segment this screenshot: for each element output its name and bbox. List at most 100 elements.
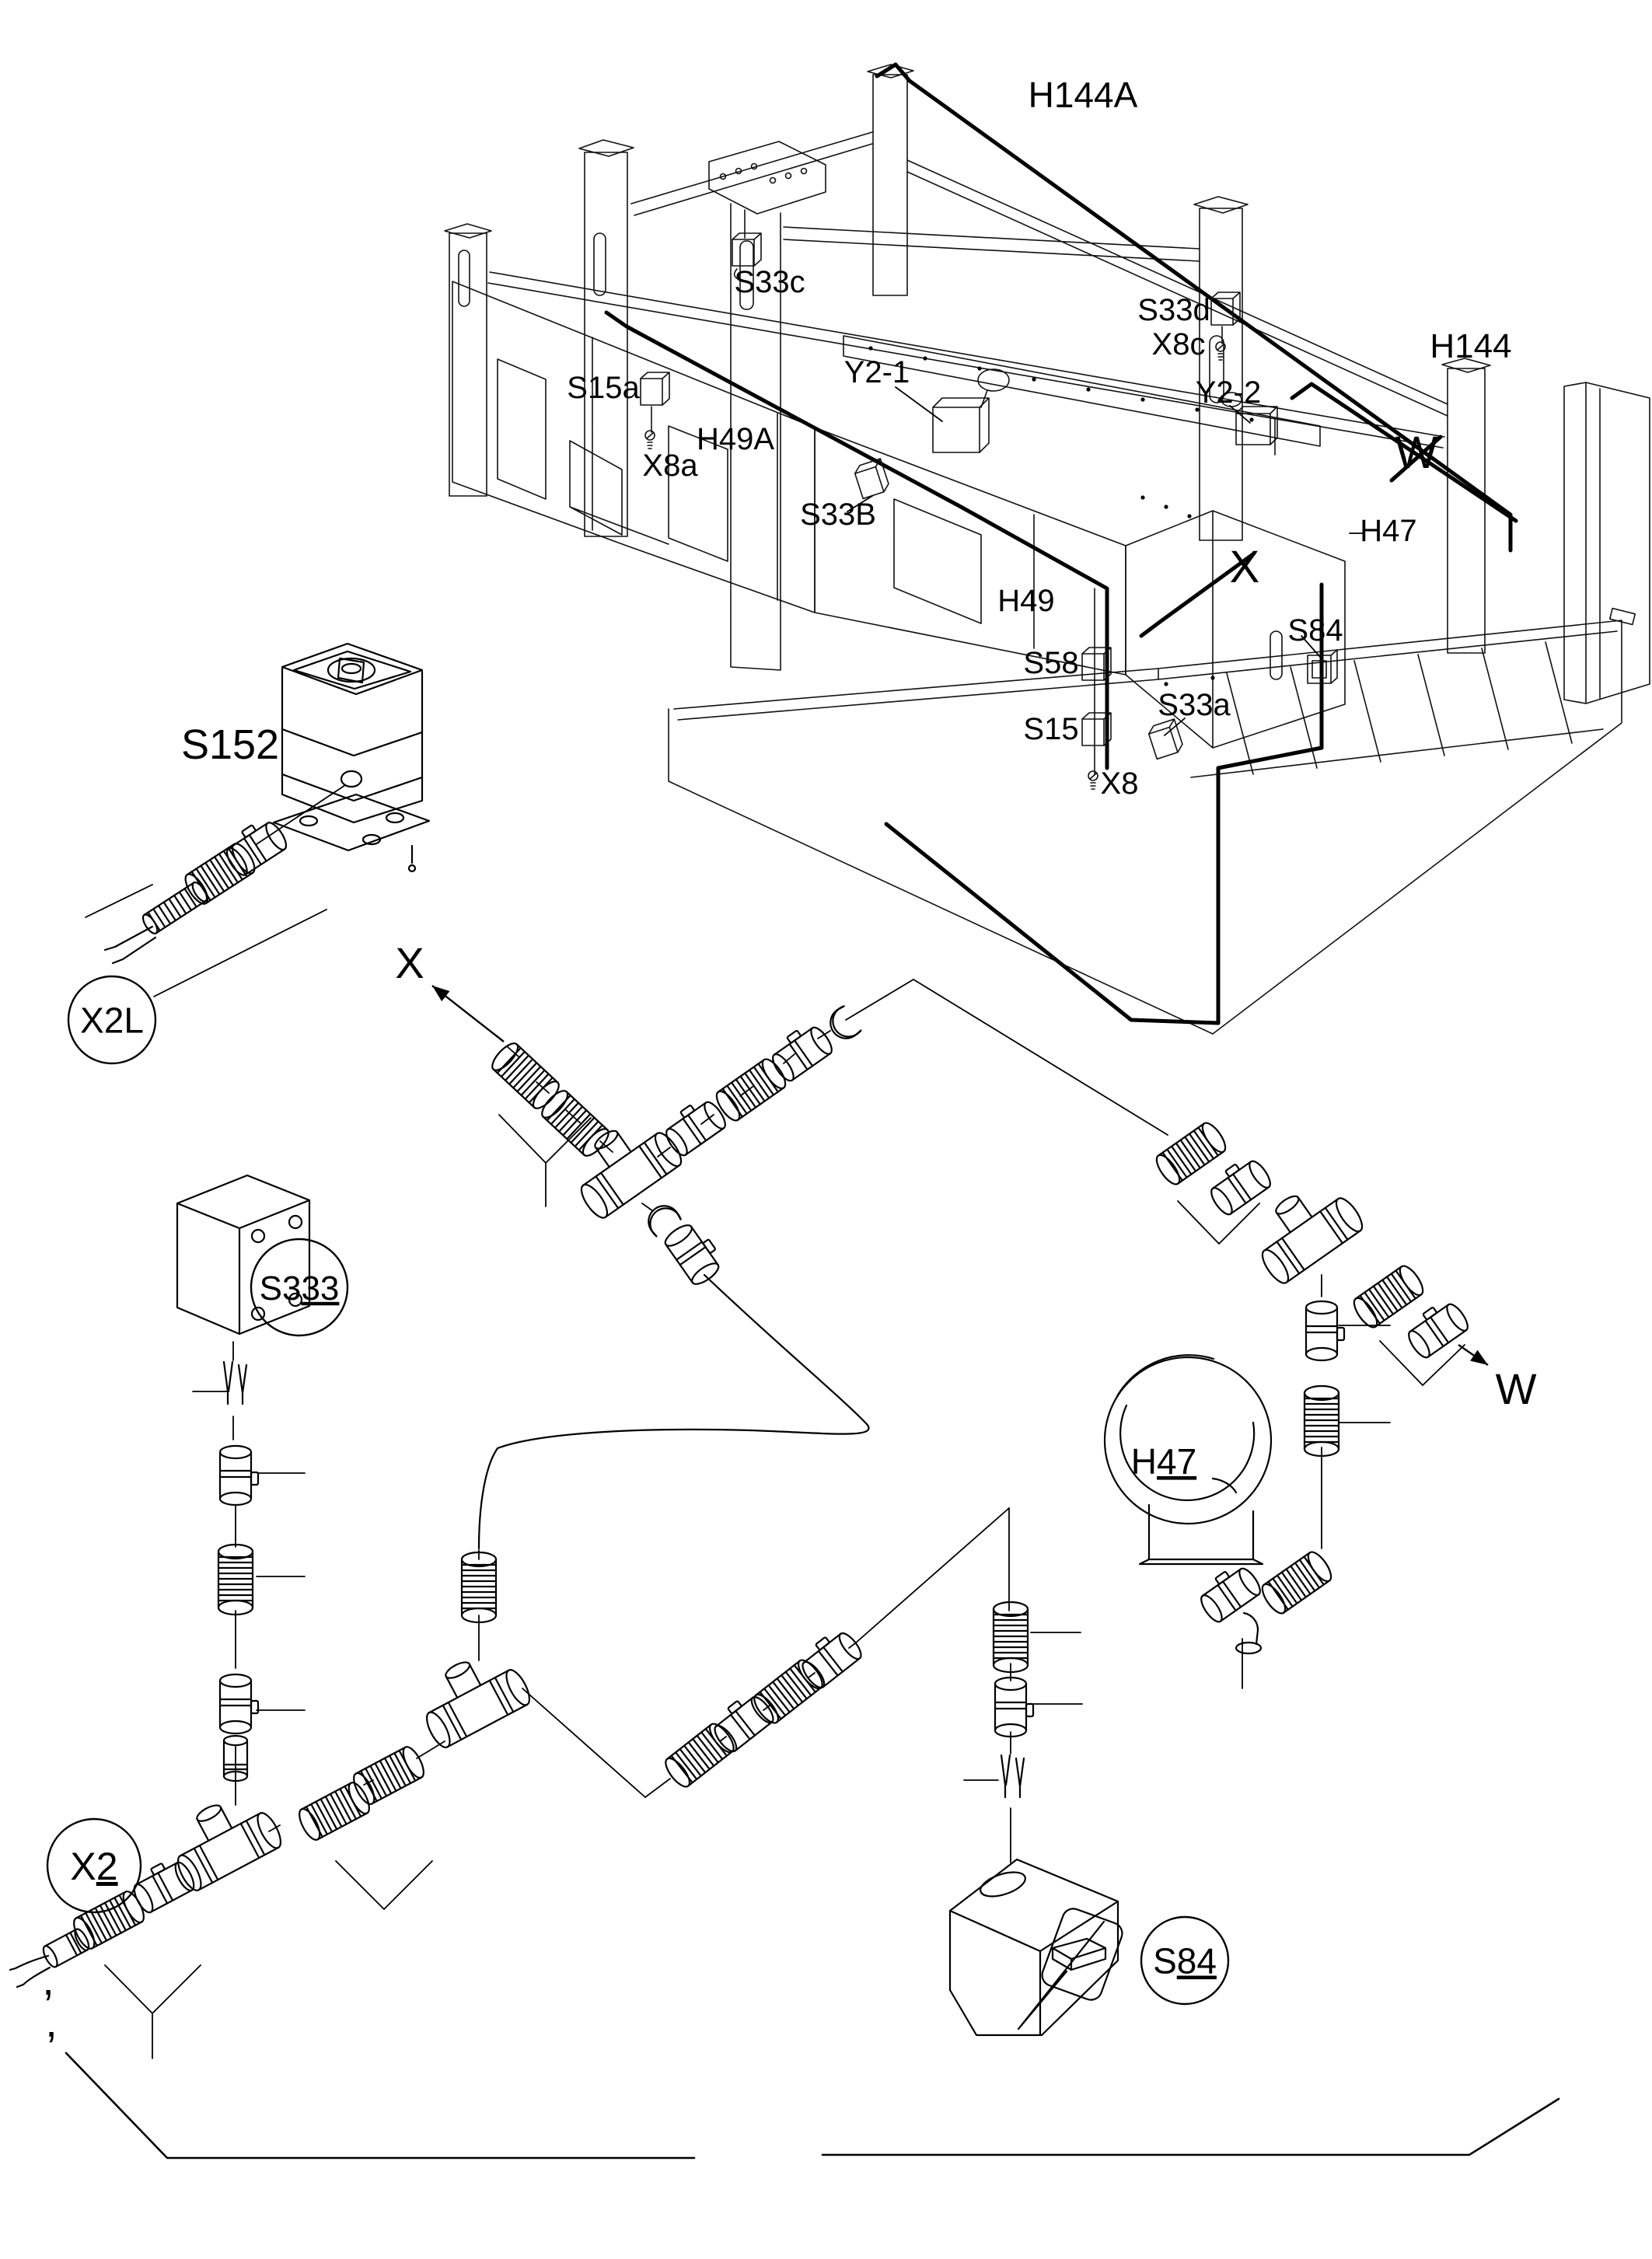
label-x8a: X8a — [642, 449, 698, 483]
labels-layer: H144AS33cS33dX8cY2-1Y2-2H144S15aX8aH49AS… — [42, 75, 1536, 2046]
s33c-box — [732, 232, 762, 267]
zigzag-leader — [522, 1688, 671, 1799]
lamp-h47 — [1103, 1354, 1273, 1566]
label-s33d: S33d — [1137, 293, 1210, 327]
label-s15a: S15a — [567, 371, 640, 405]
label-: , — [45, 1997, 58, 2046]
cross-beam — [843, 335, 1321, 456]
connector-body — [794, 1623, 866, 1692]
s15a-box — [640, 372, 670, 406]
label-w: W — [1496, 1364, 1537, 1413]
clamp-ring — [641, 1199, 683, 1238]
cable-h144 — [1290, 382, 1518, 523]
label-x2l: X2L — [80, 1000, 144, 1041]
connector-body — [994, 1676, 1035, 1738]
harness-s33a-chain — [176, 1174, 311, 1806]
frame-rails — [487, 131, 1448, 449]
balloon-s33a: S333 — [250, 1238, 349, 1337]
label-: , — [42, 1955, 54, 2004]
branch-leader-to-w-chain — [913, 979, 1168, 1136]
label-s33b: S33B — [800, 498, 876, 532]
elbow-fitting — [1193, 1559, 1265, 1655]
base-pan — [668, 620, 1622, 1035]
label-s84: S84 — [1153, 1941, 1217, 1981]
balloon-s84: S84 — [1140, 1915, 1230, 2006]
branch-leader-to-s84 — [854, 1507, 1010, 1644]
v-leader — [1177, 1200, 1260, 1245]
spring-cable — [141, 882, 208, 934]
label-x2: X2 — [70, 1845, 117, 1888]
machine-cables — [604, 62, 1518, 1025]
label-s33a: S33a — [1158, 688, 1231, 722]
label-x8c: X8c — [1152, 327, 1206, 361]
label-w: W — [1395, 428, 1438, 478]
harness-x2-assembly — [9, 1741, 445, 2059]
connector-body — [1203, 1151, 1275, 1219]
label-s58: S58 — [1023, 646, 1078, 680]
harness-s84-chain — [948, 1507, 1123, 2037]
center-wall-door — [893, 498, 1035, 649]
right-compartment — [1125, 510, 1346, 749]
connector-body — [1400, 1294, 1472, 1362]
post-far-left — [444, 223, 492, 497]
machine-frame — [444, 64, 1650, 1035]
label-h49a: H49A — [697, 422, 774, 456]
connector-boot — [992, 1601, 1029, 1674]
label-y21: Y2-1 — [844, 355, 910, 389]
exploded-axis — [256, 784, 346, 845]
connector-body — [1304, 1300, 1346, 1362]
v-leader — [104, 1964, 201, 2059]
wall-far-right — [1563, 382, 1650, 704]
balloon-x2l: X2L — [67, 975, 157, 1065]
cable-x-stub — [1139, 551, 1256, 638]
cable-pan-run — [884, 822, 1221, 1025]
connector-boot — [487, 1039, 564, 1113]
label-leaders — [847, 386, 1363, 736]
crimp-terminals — [222, 1360, 248, 1405]
rivet-dots — [868, 346, 1254, 686]
base-foot — [569, 440, 669, 545]
cable-h49 — [604, 310, 1109, 770]
cable-right-drop — [1216, 582, 1324, 1025]
clamp-ring — [823, 1004, 863, 1046]
connector-boot — [217, 1543, 254, 1616]
connector-boot — [1349, 1262, 1428, 1332]
post-back-right — [1193, 196, 1249, 541]
left-wall — [452, 281, 816, 613]
tee-junction — [407, 1639, 535, 1752]
tee-junction — [1240, 1169, 1368, 1288]
label-y22: Y2-2 — [1196, 375, 1262, 410]
harness-x-branch — [477, 979, 1168, 1550]
s33a-machine-box — [1146, 718, 1186, 760]
connector-body — [218, 1673, 260, 1735]
label-h47: H47 — [1360, 514, 1416, 548]
connector-body — [218, 1444, 260, 1507]
crimp-terminals — [1000, 1754, 1025, 1799]
label-h144a: H144A — [1029, 75, 1138, 115]
w-direction-arrow — [1458, 1344, 1489, 1366]
connector-boot — [711, 1055, 791, 1125]
label-s84: S84 — [1287, 613, 1343, 648]
balloon-x2: X2 — [46, 1817, 142, 1914]
machine-components — [640, 209, 1363, 790]
s152-assembly — [85, 642, 431, 997]
cable-h144a — [875, 62, 1513, 553]
v-leader — [498, 1114, 592, 1207]
y2-1-solenoid — [932, 368, 1010, 453]
curved-wire — [477, 1273, 870, 1550]
bottom-border — [65, 2051, 1560, 2159]
harness-middle-tee — [407, 1507, 1010, 1799]
connector-boot — [68, 1887, 149, 1953]
harness-w-branch — [1103, 1119, 1472, 1689]
label-s15: S15 — [1023, 712, 1078, 746]
wire-ends — [9, 1954, 51, 1988]
label-x8: X8 — [1101, 766, 1139, 801]
label-s33a: S333 — [260, 1269, 340, 1308]
base-pan-ribs — [1226, 641, 1573, 775]
s84-box — [948, 1858, 1123, 2037]
label-x: X — [395, 938, 424, 987]
cable-w-stub — [1389, 435, 1443, 483]
